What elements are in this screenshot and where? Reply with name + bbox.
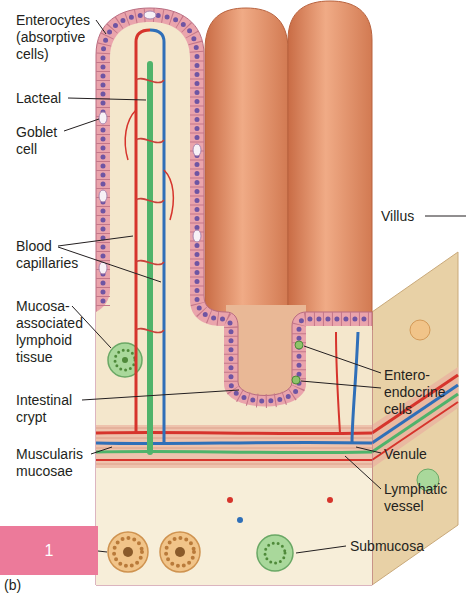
figure-letter: (b) (4, 577, 44, 594)
part-label: Blood capillaries (16, 238, 94, 272)
cell-label: Entero-endocrine cells (384, 367, 460, 418)
part-label: Venule (384, 446, 454, 463)
part-label: Lacteal (16, 90, 76, 107)
part-label: Muscularis mucosae (16, 446, 94, 480)
cell-label: Enterocytes (absorptive cells) (16, 12, 100, 63)
cell-label: Goblet cell (16, 124, 68, 158)
part-label: Lymphatic vessel (384, 481, 460, 515)
part-label: Mucosa-associated lymphoid tissue (16, 298, 98, 366)
part-label: Submucosa (350, 538, 450, 555)
part-label: Villus (381, 208, 431, 225)
callout-box: 1 (0, 526, 98, 575)
callout-number: 1 (45, 541, 54, 560)
part-label: Intestinal crypt (16, 392, 90, 426)
